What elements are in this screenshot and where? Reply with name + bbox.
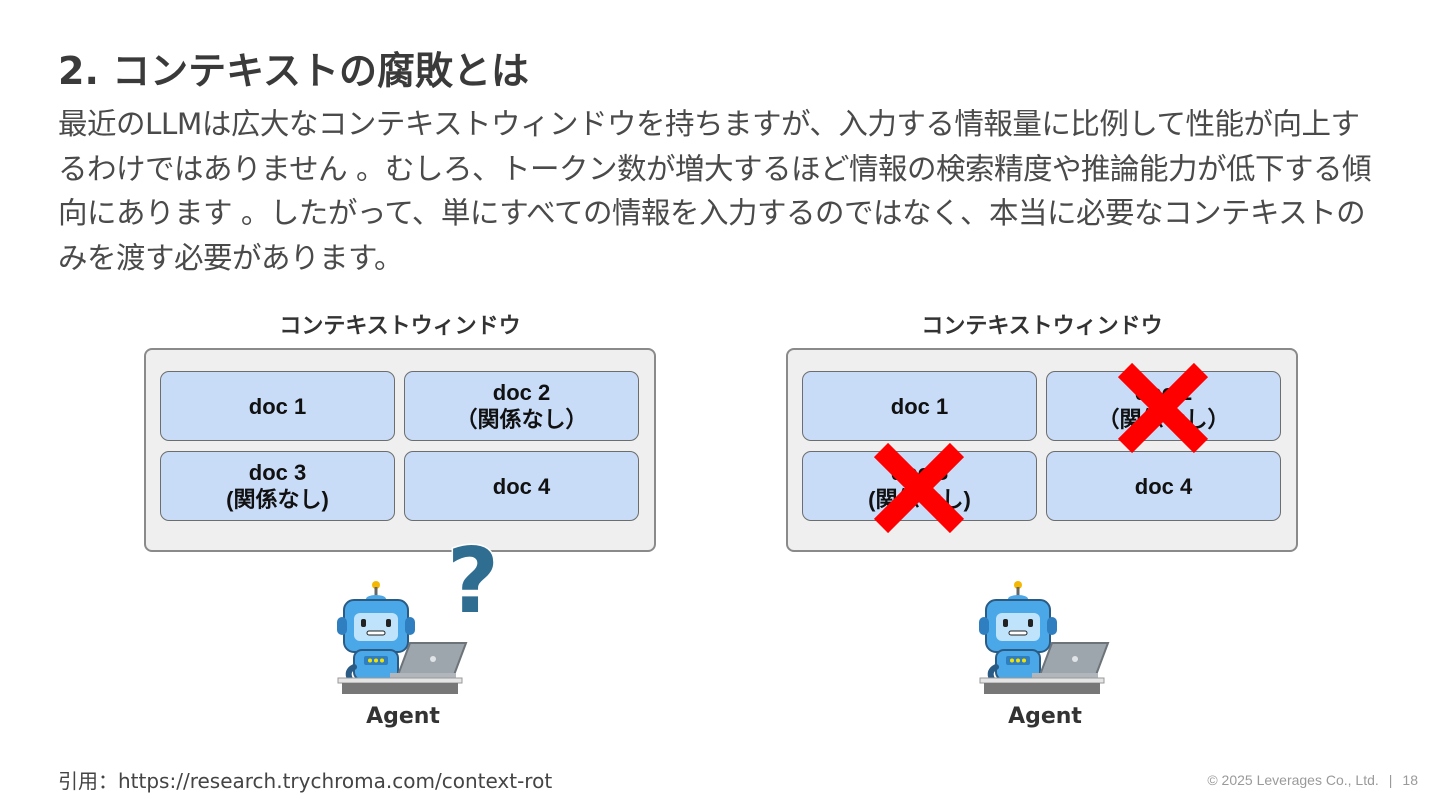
footer-separator: | bbox=[1389, 772, 1393, 788]
left-doc-2: doc 2 （関係なし） bbox=[404, 371, 639, 441]
slide-body-text: 最近のLLMは広大なコンテキストウィンドウを持ちますが、入力する情報量に比例して… bbox=[58, 102, 1388, 280]
robot-agent-icon bbox=[330, 575, 480, 700]
left-doc-1: doc 1 bbox=[160, 371, 395, 441]
footer: © 2025 Leverages Co., Ltd. | 18 bbox=[1207, 772, 1418, 788]
right-agent-label: Agent bbox=[985, 704, 1105, 729]
robot-agent-icon bbox=[972, 575, 1122, 700]
doc-label: doc 2 bbox=[493, 379, 550, 406]
doc-label: doc 4 bbox=[493, 473, 550, 500]
cross-mark-icon bbox=[1113, 358, 1213, 458]
right-doc-4: doc 4 bbox=[1046, 451, 1281, 521]
right-panel-label: コンテキストウィンドウ bbox=[786, 308, 1298, 340]
right-context-window: doc 1 doc 2 （関係なし） doc 3 (関係なし) doc 4 bbox=[786, 348, 1298, 552]
doc-label: doc 3 bbox=[249, 459, 306, 486]
doc-label: doc 1 bbox=[891, 393, 948, 420]
doc-note: （関係なし） bbox=[455, 406, 587, 433]
robot-agent-illustration bbox=[979, 581, 1108, 694]
left-agent-label: Agent bbox=[343, 704, 463, 729]
copyright-text: © 2025 Leverages Co., Ltd. bbox=[1207, 772, 1378, 788]
left-panel-label: コンテキストウィンドウ bbox=[144, 308, 656, 340]
slide-title: 2. コンテキストの腐敗とは bbox=[58, 40, 529, 95]
doc-label: doc 4 bbox=[1135, 473, 1192, 500]
doc-note: (関係なし) bbox=[226, 486, 329, 513]
citation-link[interactable]: 引用：https://research.trychroma.com/contex… bbox=[58, 765, 552, 794]
left-context-window: doc 1 doc 2 （関係なし） doc 3 (関係なし) doc 4 bbox=[144, 348, 656, 552]
robot-agent-illustration bbox=[337, 581, 466, 694]
cross-mark-icon bbox=[869, 438, 969, 538]
page-number: 18 bbox=[1402, 772, 1418, 788]
left-doc-4: doc 4 bbox=[404, 451, 639, 521]
left-doc-3: doc 3 (関係なし) bbox=[160, 451, 395, 521]
right-doc-1: doc 1 bbox=[802, 371, 1037, 441]
doc-label: doc 1 bbox=[249, 393, 306, 420]
